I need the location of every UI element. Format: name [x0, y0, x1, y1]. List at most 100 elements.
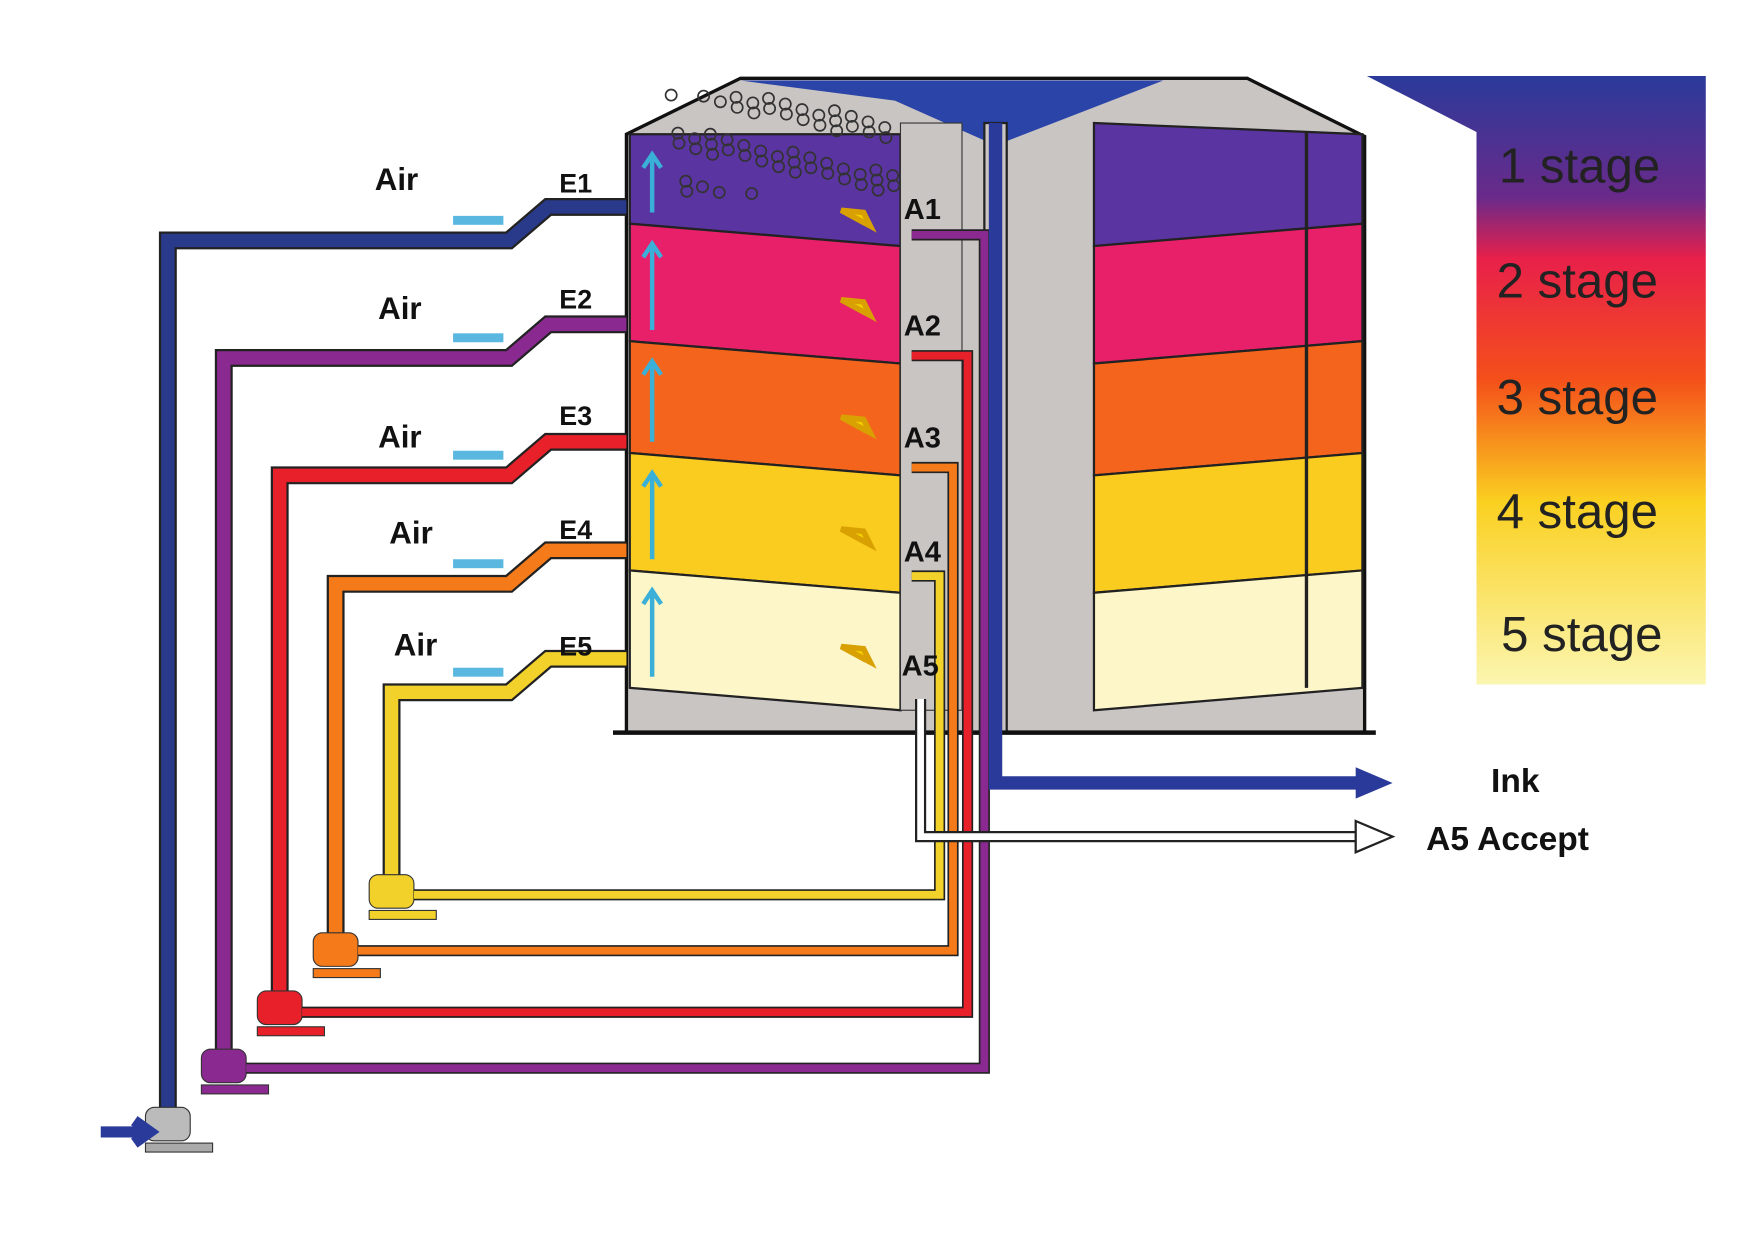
bubble [705, 137, 718, 151]
bubble [747, 106, 761, 120]
pump-base [256, 1026, 325, 1037]
inlet-arrow-icon [100, 1116, 160, 1148]
inlet-label: E1 [559, 168, 592, 198]
left-stage-cell [628, 569, 902, 712]
bubble [688, 132, 702, 146]
legend-label: 4 stage [1497, 484, 1658, 539]
right-stage-cell [1092, 569, 1364, 712]
bubble [813, 118, 827, 132]
bubble [712, 185, 726, 199]
bubble [820, 156, 834, 170]
bubble [861, 115, 875, 129]
feed-pipe [217, 317, 627, 1072]
bubble [796, 113, 810, 127]
air-label: Air [378, 291, 421, 326]
accept-pipe [917, 699, 1360, 840]
bubble [830, 124, 844, 138]
air-label: Air [375, 162, 418, 197]
feed-pipe [328, 543, 627, 956]
accept-arrow-icon [1354, 819, 1396, 854]
bubble [696, 180, 709, 194]
flow-arrow-icon [839, 296, 877, 323]
bubble [838, 172, 851, 186]
bubble [821, 166, 835, 180]
right-stage-cell [1092, 222, 1364, 365]
bubble [770, 150, 784, 164]
feed-pipe [161, 200, 627, 1130]
pump-base [368, 909, 437, 920]
outlet-label: A4 [904, 536, 942, 568]
bubble [755, 154, 769, 168]
return-pipe [302, 351, 972, 1017]
froth-layer [740, 80, 1164, 146]
left-stage-cell [628, 451, 902, 595]
bubble [812, 108, 826, 122]
bubble [879, 131, 893, 145]
ink-pipe [988, 123, 1360, 790]
bubble [706, 147, 719, 161]
return-pipe [246, 230, 989, 1073]
bubble [854, 178, 868, 191]
bubble [803, 151, 817, 165]
bubble [679, 174, 693, 188]
bubble [671, 126, 685, 140]
air-injector-icon [453, 559, 504, 569]
ink-arrow-icon [1355, 767, 1393, 799]
bubble [795, 103, 809, 117]
flow-arrow-icon [839, 526, 877, 552]
legend-label: 2 stage [1497, 254, 1658, 309]
pump-base [200, 1084, 270, 1095]
bubble [672, 136, 686, 150]
bubble [772, 160, 785, 174]
legend-label: 3 stage [1497, 370, 1658, 425]
air-label: Air [378, 419, 421, 454]
bubble [779, 107, 793, 121]
bubble [763, 102, 777, 115]
bubble [869, 163, 883, 177]
pump-icon [368, 874, 415, 909]
bubble [787, 155, 801, 169]
port-labels: Air Air Air Air Air E1 E2 E3 E4 E5 A1 A2… [375, 162, 1589, 858]
feed-pipe [272, 435, 627, 1014]
ink-output-label: Ink [1491, 763, 1540, 800]
outlet-label: A3 [904, 422, 941, 454]
bubble [713, 95, 727, 109]
inlet-label: E2 [559, 285, 592, 315]
air-label: Air [389, 516, 432, 551]
return-pipe [357, 463, 957, 955]
right-stage-cell [1092, 451, 1364, 595]
bubble [745, 187, 759, 200]
outlet-label: A1 [904, 194, 941, 226]
pump-icon [200, 1048, 247, 1084]
pump-icon [312, 932, 359, 967]
bubble [721, 143, 735, 157]
bubble [853, 168, 867, 181]
bubble [887, 179, 901, 193]
bubble [778, 97, 792, 111]
flow-arrow-icon [839, 207, 877, 233]
bubble [746, 96, 760, 110]
outlet-label: A5 [902, 651, 939, 683]
pipework [100, 123, 1396, 1153]
bubble [788, 165, 802, 179]
air-injector-icon [453, 333, 504, 343]
bubble [703, 127, 717, 141]
air-label: Air [394, 627, 437, 662]
pump-base [144, 1142, 214, 1153]
bubble [737, 138, 751, 152]
air-rise-arrow-icon [641, 239, 663, 330]
legend-label: 1 stage [1499, 138, 1660, 193]
flow-arrow-icon [839, 643, 877, 669]
bubble [720, 133, 734, 147]
air-injector-icon [453, 215, 504, 225]
bubble [886, 169, 900, 183]
bubble [836, 162, 850, 176]
inlet-label: E4 [559, 515, 592, 545]
bubble [844, 109, 858, 123]
accept-output-label: A5 Accept [1426, 821, 1589, 858]
bubble [871, 183, 885, 197]
bubble [664, 88, 678, 102]
left-stage-cell [628, 222, 902, 365]
air-injector-icon [453, 450, 504, 460]
air-rise-arrow-icon [641, 469, 663, 560]
